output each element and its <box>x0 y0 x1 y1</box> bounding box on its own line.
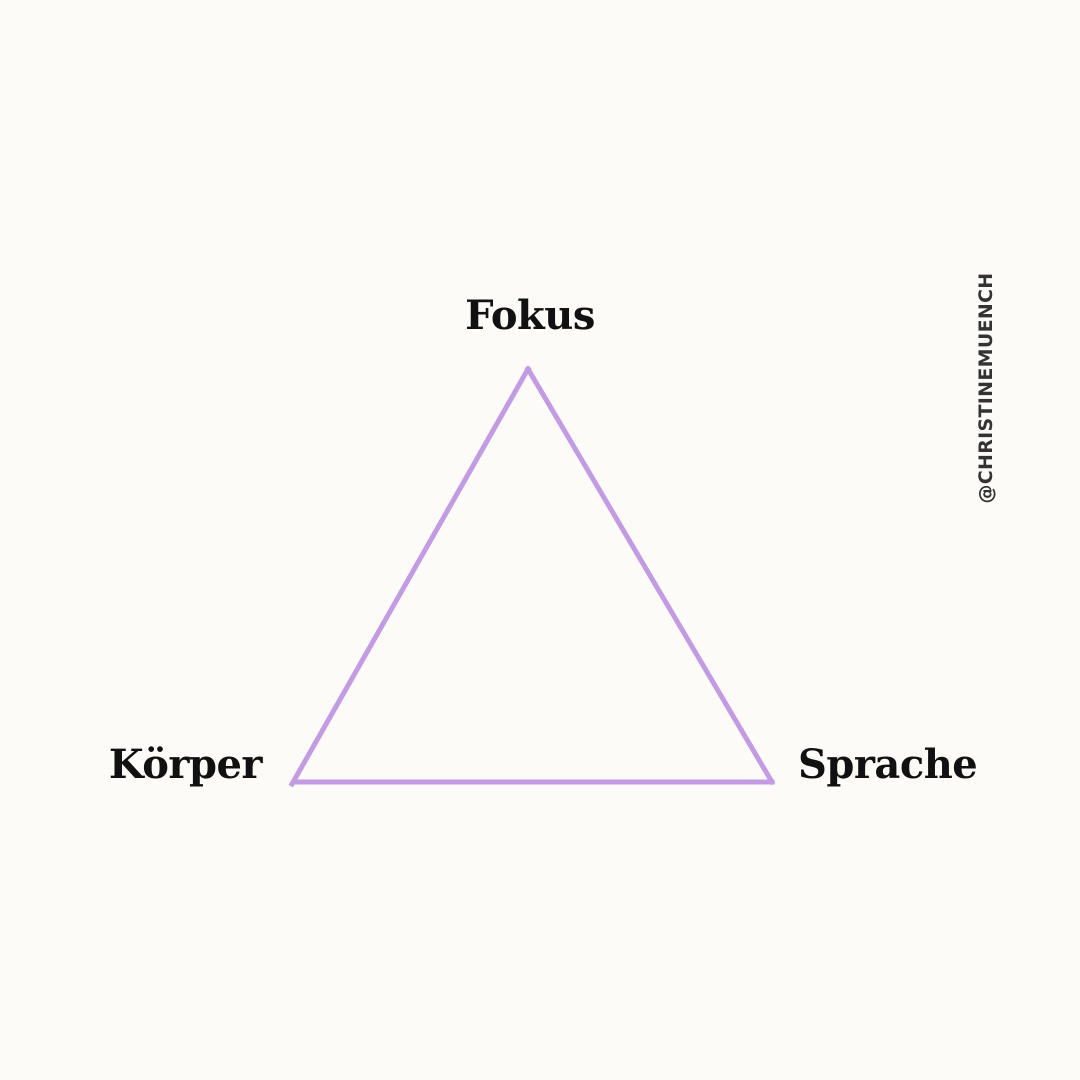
vertex-label-top: Fokus <box>465 292 595 339</box>
vertex-label-right: Sprache <box>798 741 978 788</box>
vertex-label-left: Körper <box>108 741 263 788</box>
watermark-handle: @CHRISTINEMUENCH <box>975 272 997 504</box>
triangle-edge-left <box>288 365 532 788</box>
triangle-edge-right <box>524 365 776 786</box>
